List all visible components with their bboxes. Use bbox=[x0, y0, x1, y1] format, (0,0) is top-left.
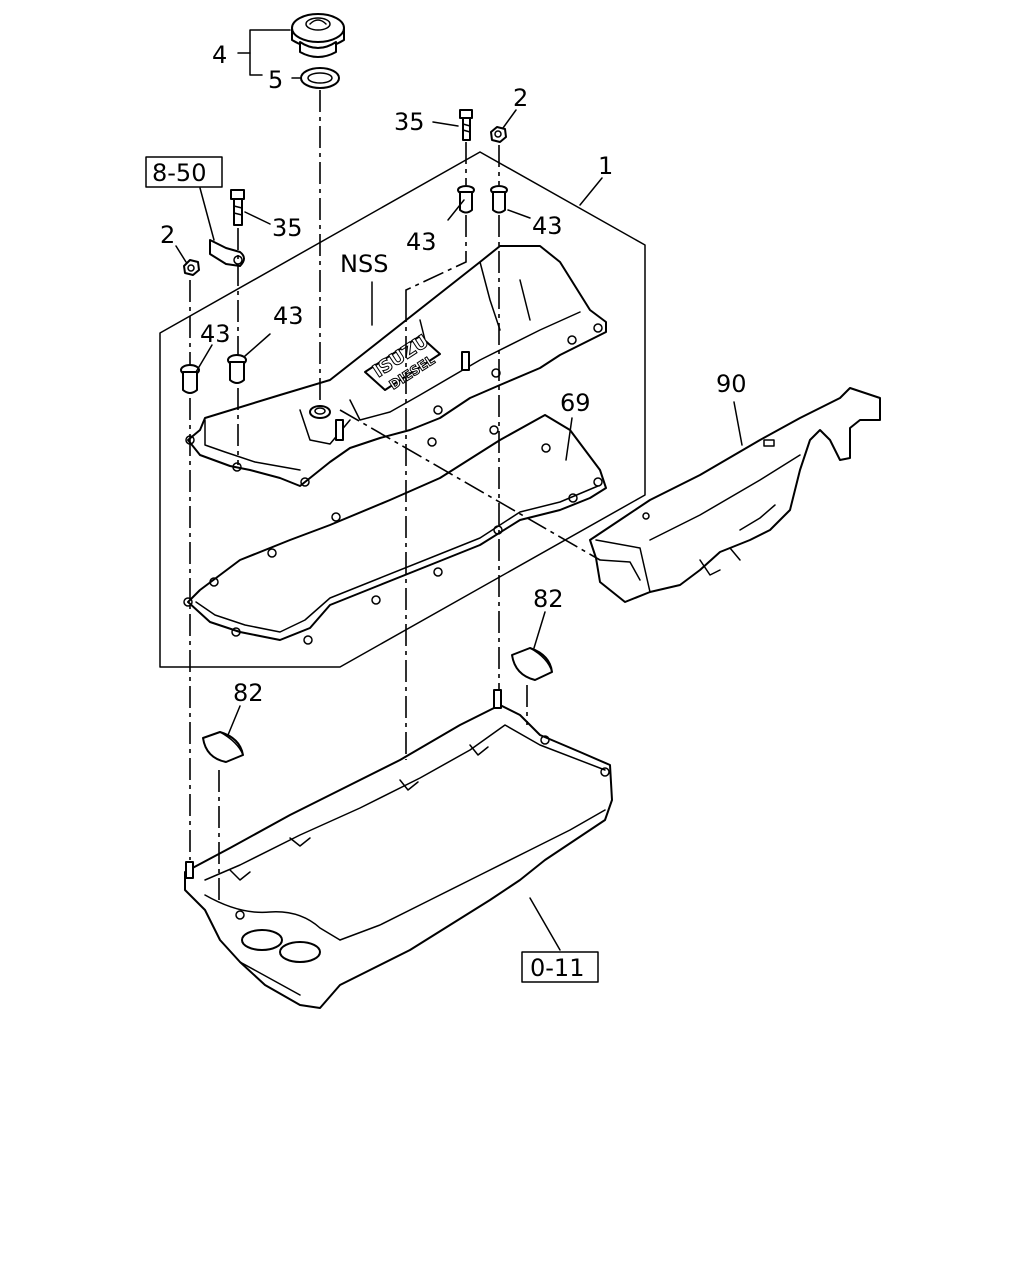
oil-filler-cap bbox=[291, 13, 345, 58]
oil-filler-seal bbox=[300, 67, 340, 89]
oil-pan bbox=[184, 689, 613, 1009]
callout-0-11: 0-11 bbox=[530, 954, 584, 982]
callout-4: 4 bbox=[212, 41, 227, 69]
bolt-35-left bbox=[230, 189, 245, 226]
ref-box-8-50 bbox=[145, 156, 223, 188]
callout-nss: NSS bbox=[340, 250, 388, 278]
half-moon-plug-left bbox=[202, 731, 244, 763]
callout-1: 1 bbox=[598, 152, 613, 180]
callout-82-left: 82 bbox=[233, 679, 264, 707]
cylinder-head-cover: ISUZU DIESEL bbox=[185, 245, 607, 487]
callout-43-left-b: 43 bbox=[273, 302, 304, 330]
head-cover-gasket bbox=[183, 414, 607, 645]
callout-35-left: 35 bbox=[272, 214, 303, 242]
assembly-outline bbox=[159, 151, 646, 668]
callout-2-left: 2 bbox=[160, 221, 175, 249]
grommet-43-mid bbox=[457, 185, 475, 214]
bracket-clip bbox=[209, 239, 245, 267]
side-cover bbox=[589, 387, 881, 603]
callout-82-right: 82 bbox=[533, 585, 564, 613]
callout-8-50: 8-50 bbox=[152, 159, 206, 187]
grommet-43-right bbox=[490, 185, 508, 214]
grommet-43-left-a bbox=[180, 364, 200, 394]
callout-69: 69 bbox=[560, 389, 591, 417]
callout-43-left-a: 43 bbox=[200, 320, 231, 348]
callout-2-top: 2 bbox=[513, 84, 528, 112]
grommet-43-left-b bbox=[227, 354, 247, 384]
ref-box-0-11 bbox=[521, 951, 599, 983]
callout-43-right: 43 bbox=[532, 212, 563, 240]
nut-2-top bbox=[490, 126, 507, 143]
callout-90: 90 bbox=[716, 370, 747, 398]
callout-43-mid: 43 bbox=[406, 228, 437, 256]
bolt-35-top bbox=[459, 109, 473, 141]
half-moon-plug-right bbox=[511, 647, 553, 681]
callout-5: 5 bbox=[268, 66, 283, 94]
callout-35-top: 35 bbox=[394, 108, 425, 136]
nut-2-left bbox=[183, 259, 200, 276]
